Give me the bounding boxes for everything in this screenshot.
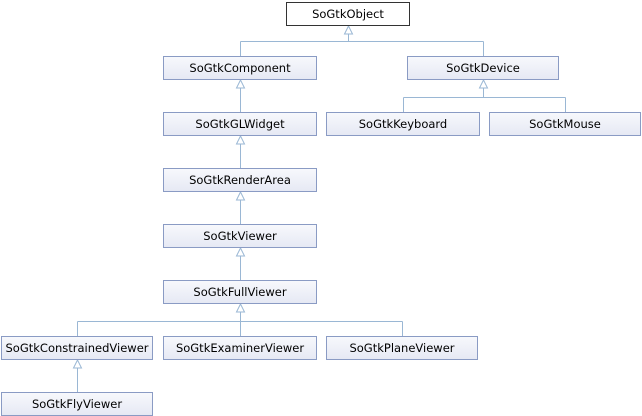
arrowhead-so_gtk_render_area <box>235 190 246 201</box>
node-so-gtk-viewer[interactable]: SoGtkViewer <box>163 224 317 248</box>
arrowhead-so_gtk_viewer <box>235 246 246 257</box>
node-so-gtk-component[interactable]: SoGtkComponent <box>163 56 317 80</box>
node-so-gtk-full-viewer[interactable]: SoGtkFullViewer <box>163 280 317 304</box>
node-so-gtk-keyboard[interactable]: SoGtkKeyboard <box>326 112 480 136</box>
node-so-gtk-device[interactable]: SoGtkDevice <box>407 56 559 80</box>
arrowhead-so_gtk_gl_widget <box>235 134 246 145</box>
arrowhead-so_gtk_full_viewer <box>235 302 246 313</box>
node-so-gtk-plane-viewer[interactable]: SoGtkPlaneViewer <box>326 336 478 360</box>
node-so-gtk-object[interactable]: SoGtkObject <box>286 2 410 26</box>
arrowhead-so_gtk_constrained_viewer <box>72 358 83 369</box>
arrowhead-so_gtk_device <box>478 78 489 89</box>
node-so-gtk-constrained-viewer[interactable]: SoGtkConstrainedViewer <box>1 336 153 360</box>
node-so-gtk-examiner-viewer[interactable]: SoGtkExaminerViewer <box>163 336 317 360</box>
node-so-gtk-gl-widget[interactable]: SoGtkGLWidget <box>163 112 317 136</box>
node-so-gtk-mouse[interactable]: SoGtkMouse <box>489 112 641 136</box>
arrowhead-so_gtk_object <box>343 24 354 35</box>
node-so-gtk-fly-viewer[interactable]: SoGtkFlyViewer <box>1 392 153 416</box>
arrowhead-so_gtk_component <box>235 78 246 89</box>
node-so-gtk-render-area[interactable]: SoGtkRenderArea <box>163 168 317 192</box>
